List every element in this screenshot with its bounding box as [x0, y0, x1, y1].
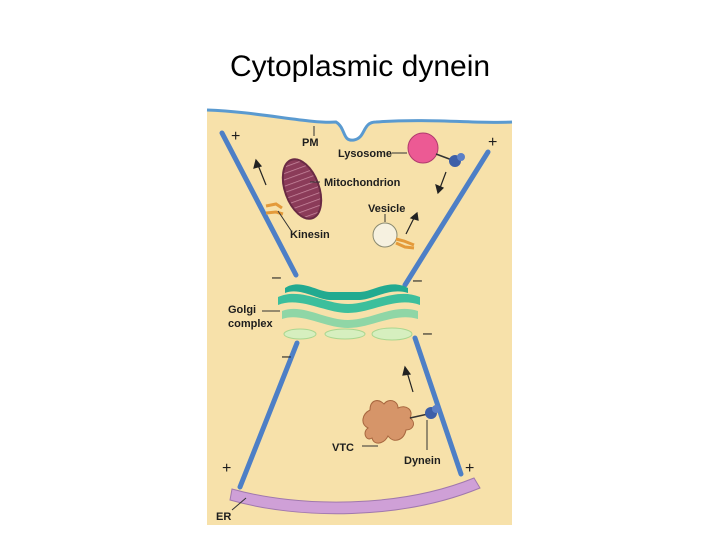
lysosome-dynein-stalk: [435, 153, 453, 161]
label-er: ER: [216, 511, 231, 523]
golgi-complex: [278, 284, 420, 341]
label-mitochondrion: Mitochondrion: [324, 177, 401, 189]
golgi-cisterna-2: [278, 293, 420, 313]
arrow-toward-minus-vtc: [406, 371, 414, 393]
golgi-cisterna-1: [285, 284, 408, 300]
arrow-toward-minus-lysosome: [439, 171, 447, 189]
arrow-toward-plus-vesicle: [405, 217, 415, 235]
minus-upper-left: –: [272, 269, 281, 286]
cytoplasm: [207, 110, 512, 525]
kinesin-motor: [265, 202, 284, 216]
label-dynein: Dynein: [404, 455, 441, 467]
page-title: Cytoplasmic dynein: [229, 50, 491, 83]
label-kinesin: Kinesin: [290, 229, 330, 241]
vesicle-kinesin: [395, 237, 415, 250]
mitochondrion: [281, 158, 323, 220]
label-pm: PM: [302, 137, 319, 149]
label-vesicle: Vesicle: [368, 203, 405, 215]
golgi-cisterna-3: [282, 308, 418, 328]
lysosome: [407, 132, 439, 164]
minus-lower-right: –: [423, 325, 432, 342]
minus-lower-left: –: [282, 348, 291, 365]
minus-upper-right: –: [413, 272, 422, 289]
vesicle: [372, 222, 398, 248]
label-vtc: VTC: [332, 442, 354, 454]
label-golgi-line1: Golgi: [228, 304, 256, 316]
plus-upper-left: +: [231, 128, 240, 145]
golgi-vesicle-right: [371, 327, 413, 341]
plus-lower-left: +: [222, 460, 231, 477]
plus-lower-right: +: [465, 460, 474, 477]
microtubule-lower-left: [237, 340, 300, 490]
label-golgi-line2: complex: [228, 318, 274, 330]
vtc-dynein-stalk: [409, 413, 429, 419]
label-lysosome: Lysosome: [338, 148, 392, 160]
golgi-vesicle-left: [283, 328, 317, 340]
vtc: [362, 400, 414, 444]
microtubule-upper-left: [219, 130, 299, 278]
plasma-membrane: [206, 108, 513, 142]
transport-arrows: [253, 158, 447, 393]
kinesin-pointer: [277, 210, 293, 233]
microtubule-upper-right: [402, 149, 491, 288]
endoplasmic-reticulum: [229, 477, 481, 515]
plus-upper-right: +: [488, 134, 497, 151]
golgi-vesicle-mid: [324, 328, 366, 340]
arrow-toward-plus-left: [257, 164, 267, 186]
